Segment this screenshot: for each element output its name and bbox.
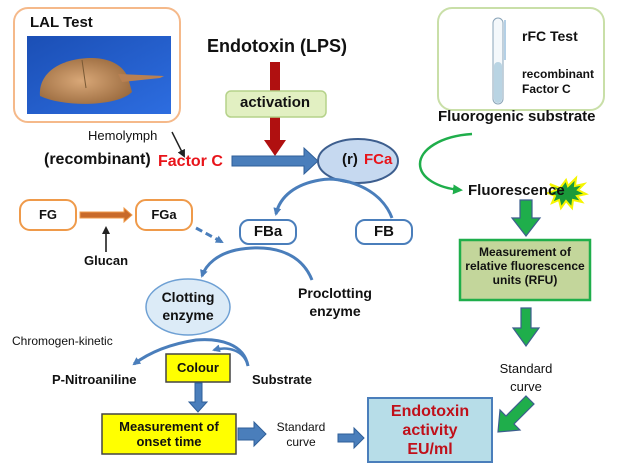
rfu-to-standard-curve-arrow [511, 307, 541, 348]
factor-c-label: Factor C [158, 153, 223, 170]
rfu-line3: units (RFU) [492, 273, 558, 287]
fluorescence-starburst-icon [545, 175, 589, 211]
onset-line2: onset time [136, 434, 202, 449]
proclotting-enzyme-line1: Proclotting [298, 285, 372, 301]
rfc-test-title: rFC Test [522, 28, 578, 44]
result-box-frame [367, 397, 493, 463]
onset-box-text: Measurement of onset time [102, 419, 236, 449]
test-tube-icon [492, 17, 506, 105]
endotoxin-label: Endotoxin (LPS) [207, 36, 347, 56]
rfu-box-text: Measurement of relative fluorescence uni… [460, 245, 590, 287]
glucan-label: Glucan [84, 253, 129, 268]
substrate-label: Substrate [252, 372, 312, 387]
substrate-to-pnitroaniline-curve-arrow [132, 338, 250, 367]
onset-to-standard-curve-arrow [237, 420, 267, 448]
fg-to-fga-arrow [79, 206, 133, 224]
result-line1: Endotoxin [390, 403, 470, 420]
fluorescence-label: Fluorescence [468, 182, 565, 199]
fg-node-frame [19, 199, 77, 231]
colour-to-onset-arrow [187, 382, 209, 413]
rfu-line1: Measurement of [478, 245, 572, 259]
onset-box-frame [101, 413, 237, 455]
clotting-enzyme-line1: Clotting [161, 289, 215, 305]
standard-curve-right-line2: curve [510, 379, 542, 394]
p-nitroaniline-label: P-Nitroaniline [52, 372, 137, 387]
fca-prefix: (r) [342, 151, 358, 168]
horseshoe-crab-icon [39, 58, 164, 104]
fb-to-fba-curve-arrow [273, 177, 394, 219]
activation-label-frame [225, 90, 327, 118]
fb-label: FB [374, 223, 394, 240]
clotting-enzyme-label: Clotting enzyme [146, 288, 230, 324]
colour-curve-arrow [212, 344, 250, 367]
fluorogenic-substrate-label: Fluorogenic substrate [438, 108, 596, 125]
standard-curve-right: Standard curve [490, 360, 562, 396]
result-line3: EU/ml [407, 441, 453, 458]
standard-curve-left: Standard curve [266, 420, 336, 450]
fg-label: FG [38, 207, 58, 222]
rfc-test-subtitle-line2: Factor C [522, 82, 571, 96]
proclotting-enzyme-label: Proclotting enzyme [290, 284, 380, 320]
standard-curve-to-result-left-arrow [337, 426, 365, 450]
lal-test-frame [13, 7, 181, 123]
colour-box-frame [165, 353, 231, 383]
hemolymph-arrow [171, 131, 185, 158]
standard-curve-right-line1: Standard [499, 361, 553, 376]
proclotting-enzyme-line2: enzyme [309, 303, 361, 319]
standard-curve-left-line2: curve [286, 435, 316, 449]
fca-label: FCa [364, 151, 393, 168]
result-line2: activity [402, 422, 458, 439]
fca-to-fluorescence-arrow [418, 132, 473, 195]
fga-dashed-arrow [195, 226, 224, 244]
clotting-enzyme-line2: enzyme [162, 307, 214, 323]
fga-node-frame [135, 199, 193, 231]
fb-node-frame [355, 219, 413, 245]
chromogen-kinetic-label: Chromogen-kinetic [12, 334, 113, 348]
rfc-test-frame [437, 7, 605, 111]
clotting-enzyme-node [145, 278, 231, 336]
factor-c-prefix: (recombinant) [44, 151, 151, 168]
fca-node [317, 138, 399, 184]
standard-curve-left-line1: Standard [276, 420, 326, 434]
rfc-test-subtitle-line1: recombinant [522, 67, 595, 81]
proclotting-to-clotting-curve-arrow [200, 246, 314, 281]
onset-line1: Measurement of [119, 419, 219, 434]
colour-label: Colour [177, 360, 219, 375]
factor-c-to-fca-arrow [231, 146, 319, 176]
fba-node-frame [239, 219, 297, 245]
fga-label: FGa [151, 207, 177, 222]
result-box-text: Endotoxin activity EU/ml [368, 402, 492, 459]
standard-curve-to-result-arrow [497, 395, 535, 433]
rfu-line2: relative fluorescence [465, 259, 585, 273]
lal-test-title: LAL Test [30, 14, 93, 31]
hemolymph-label: Hemolymph [88, 128, 158, 143]
rfu-box-frame [458, 238, 592, 302]
fluorescence-to-rfu-arrow [510, 199, 542, 237]
fba-label: FBa [253, 223, 283, 240]
activation-label: activation [240, 94, 311, 111]
